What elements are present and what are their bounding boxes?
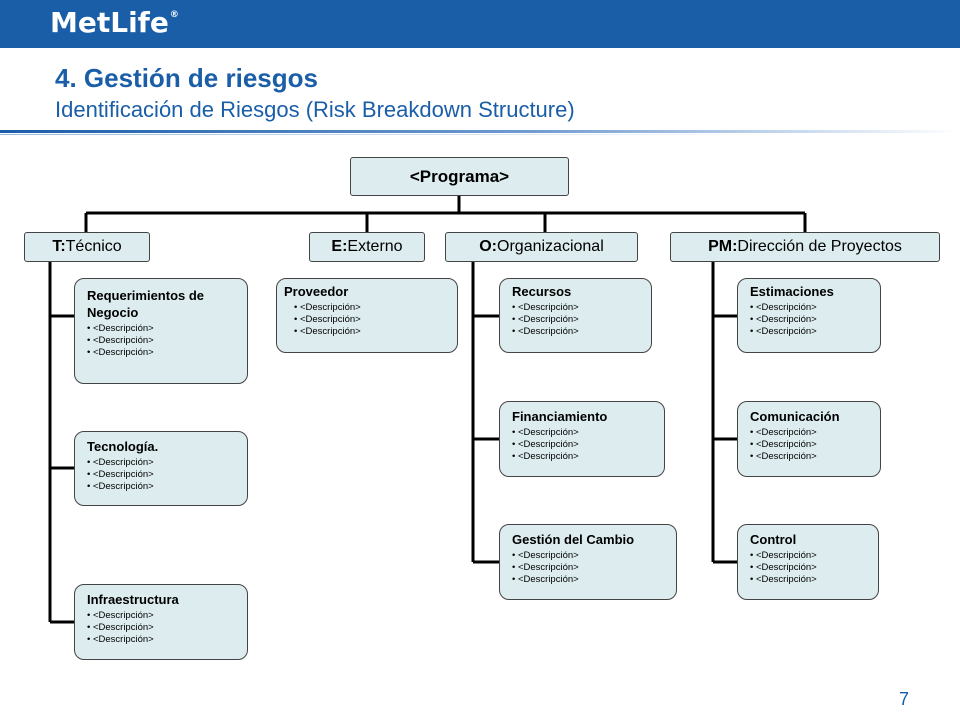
risk-node-control: Control <Descripción><Descripción><Descr… [737, 524, 879, 600]
category-externo: E: Externo [309, 232, 425, 262]
title-underline [0, 130, 960, 133]
risk-node-financiamiento: Financiamiento <Descripción><Descripción… [499, 401, 665, 477]
risk-node-requerimientos: Requerimientos de Negocio <Descripción><… [74, 278, 248, 384]
risk-node-estimaciones: Estimaciones <Descripción><Descripción><… [737, 278, 881, 353]
metlife-logo: MetLife® [50, 6, 179, 39]
slide-subtitle: Identificación de Riesgos (Risk Breakdow… [55, 97, 575, 122]
category-direccion-proyectos: PM: Dirección de Proyectos [670, 232, 940, 262]
category-organizacional: O: Organizacional [445, 232, 638, 262]
title-underline-thin [0, 134, 960, 135]
page-number: 7 [899, 689, 910, 709]
risk-node-gestion-cambio: Gestión del Cambio <Descripción><Descrip… [499, 524, 677, 600]
risk-node-infraestructura: Infraestructura <Descripción><Descripció… [74, 584, 248, 660]
risk-node-tecnologia: Tecnología. <Descripción><Descripción><D… [74, 431, 248, 506]
risk-node-comunicacion: Comunicación <Descripción><Descripción><… [737, 401, 881, 477]
risk-node-proveedor: Proveedor <Descripción><Descripción><Des… [276, 278, 458, 353]
slide-title: 4. Gestión de riesgos [55, 63, 318, 93]
category-tecnico: T: Técnico [24, 232, 150, 262]
program-node: <Programa> [350, 157, 569, 196]
risk-node-recursos: Recursos <Descripción><Descripción><Desc… [499, 278, 652, 353]
header-bar [0, 0, 960, 48]
